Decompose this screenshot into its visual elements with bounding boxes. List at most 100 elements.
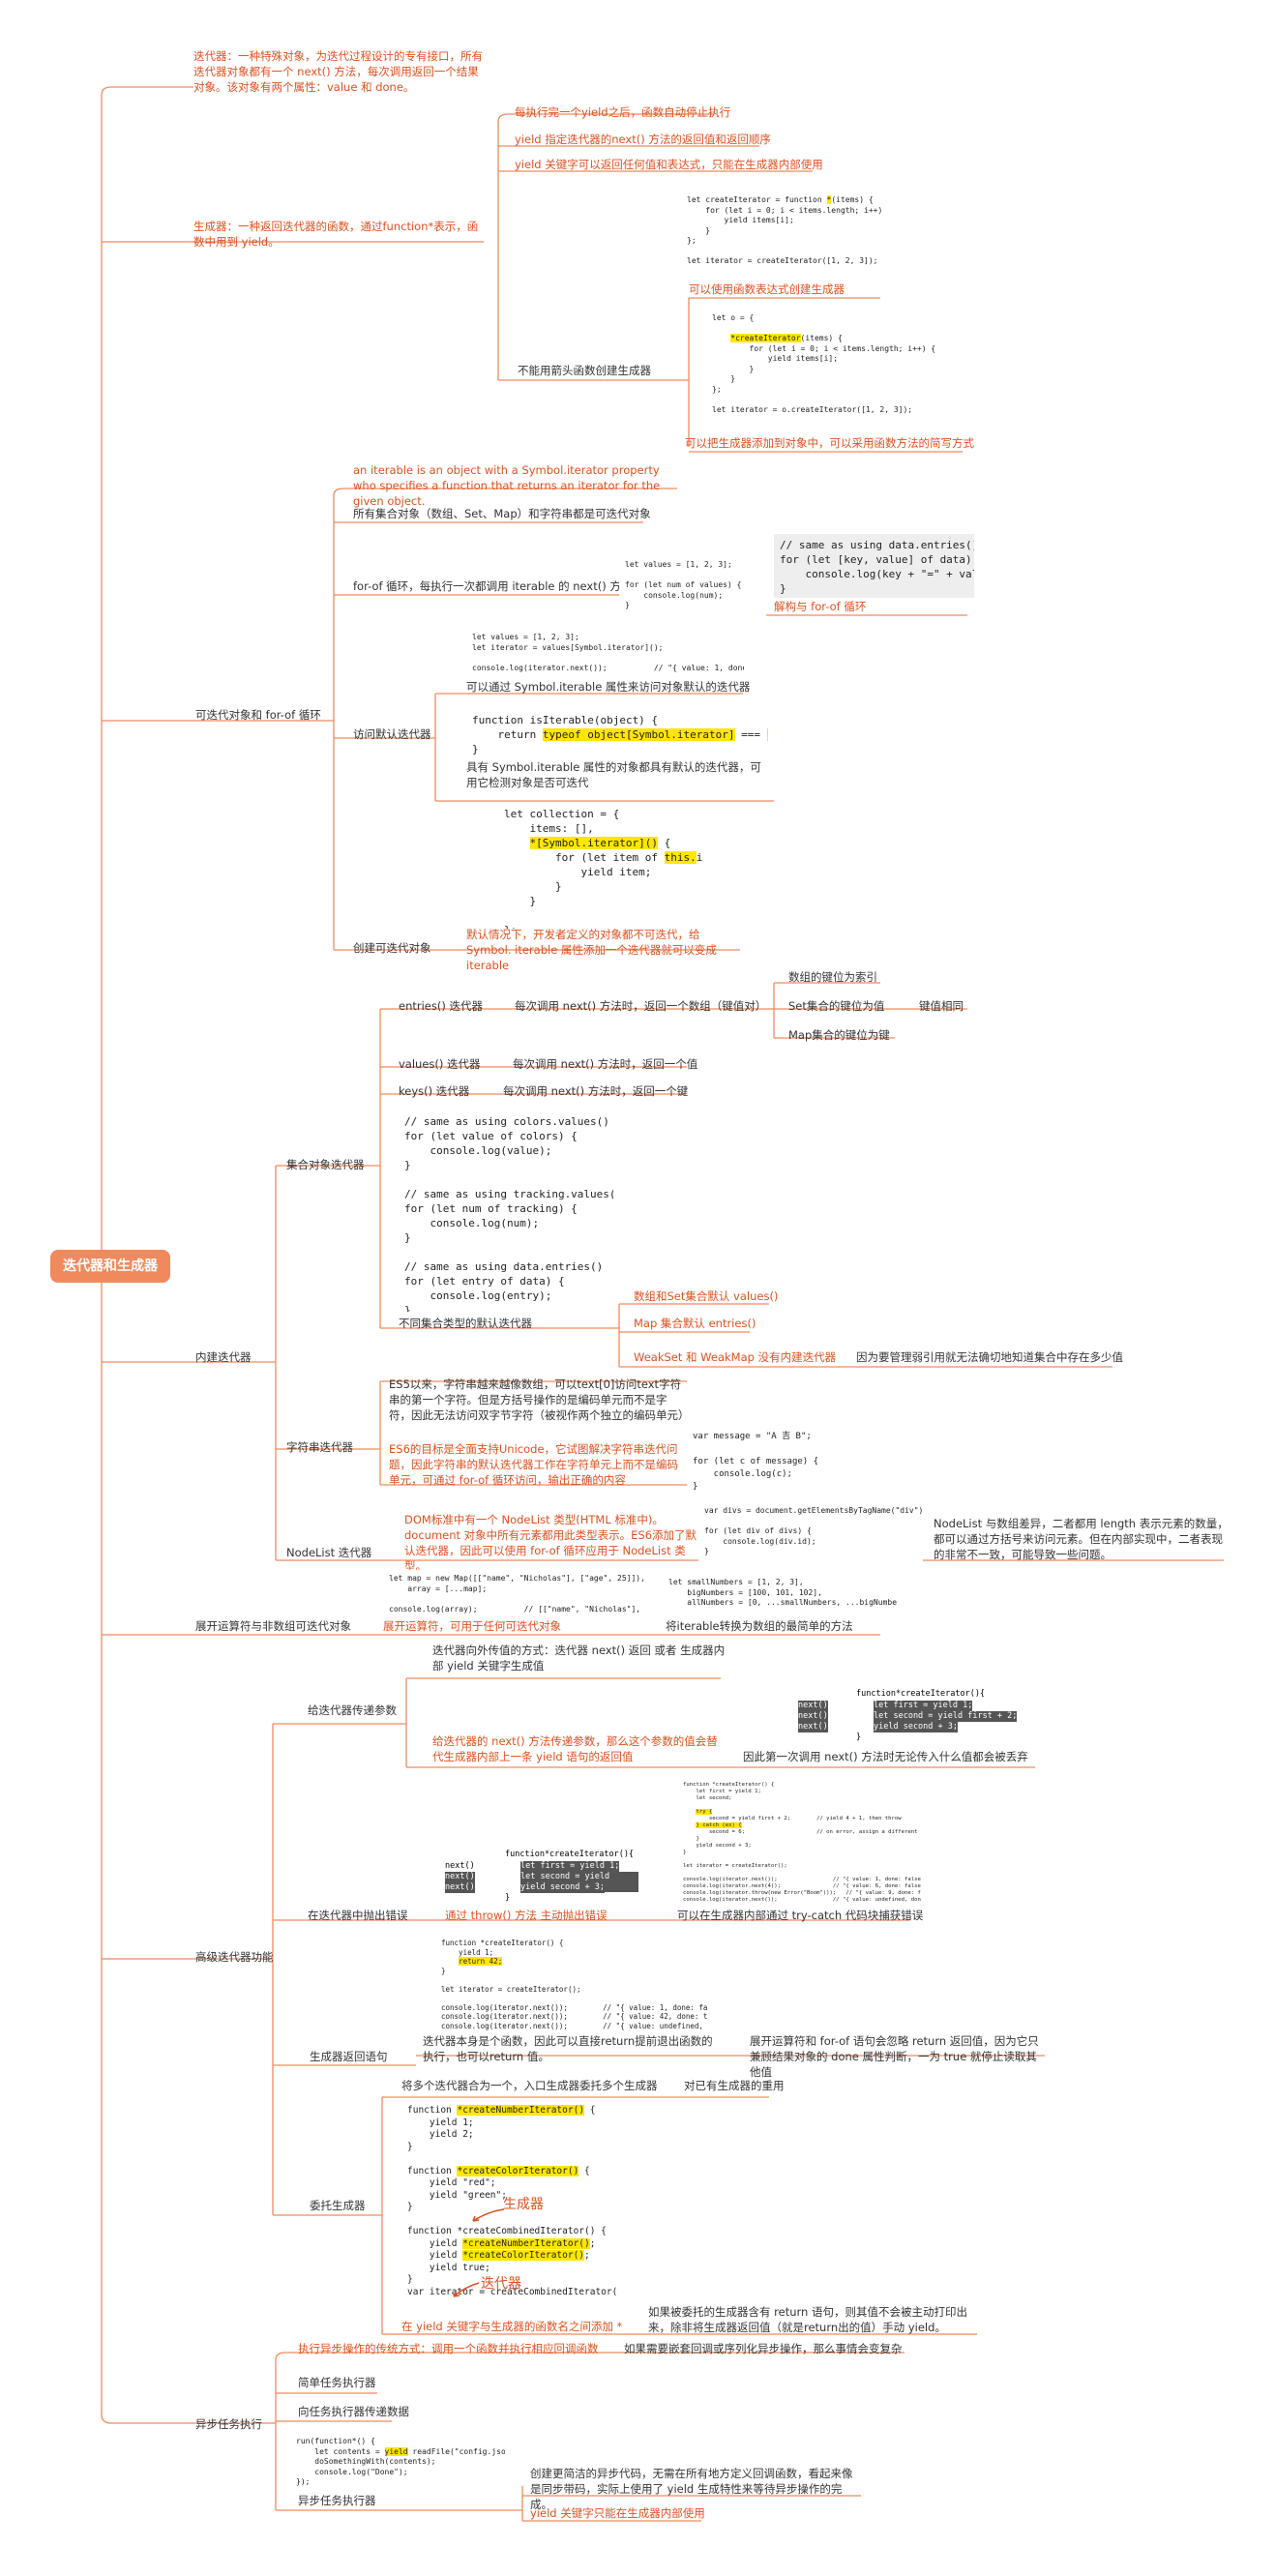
code-spread-array: let smallNumbers = [1, 2, 3], bigNumbers… [663, 1574, 897, 1620]
root-node: 迭代器和生成器 [50, 1250, 170, 1283]
destructure-for-of: 解构与 for-of 循环 [774, 600, 867, 613]
default-weak: WeakSet 和 WeakMap 没有内建迭代器 [634, 1350, 837, 1364]
default-iterator-kinds: 不同集合类型的默认迭代器 [399, 1317, 532, 1330]
note-make-iterable: 默认情况下，开发者定义的对象都不可迭代，给 Symbol. iterable 属… [466, 928, 721, 972]
async-title: 异步任务执行 [195, 2417, 262, 2431]
code-function-expression: let createIterator = function *(items) {… [681, 192, 886, 279]
spread-note-1: 展开运算符，可用于任何可迭代对象 [383, 1619, 561, 1633]
code-throw-head: function*createIterator(){ [505, 1850, 635, 1859]
iterable-definition: an iterable is an object with a Symbol.i… [353, 463, 664, 508]
default-map: Map 集合默认 entries() [634, 1317, 756, 1330]
note-symbol-iterator: 可以通过 Symbol.iterable 属性来访问对象默认的迭代器 [466, 680, 751, 694]
async-traditional-note: 如果需要嵌套回调或序列化异步操作，那么事情会变复杂 [624, 2342, 903, 2355]
label-iterator: 迭代器 [481, 2276, 521, 2292]
default-array-set: 数组和Set集合默认 values() [634, 1289, 779, 1303]
async-runner-note: yield 关键字只能在生成器内部使用 [530, 2506, 705, 2520]
generator-return: 生成器返回语句 [310, 2050, 388, 2063]
pass-params: 给迭代器传递参数 [308, 1703, 397, 1717]
entries-set: Set集合的键位为值 [788, 999, 885, 1013]
simple-task-runner: 简单任务执行器 [298, 2376, 376, 2389]
code-throw-tail: } [505, 1893, 511, 1903]
iterable-title: 可迭代对象和 for-of 循环 [195, 708, 321, 722]
return-desc-2: 展开运算符和 for-of 语句会忽略 return 返回值，因为它只兼顾结果对… [750, 2034, 1039, 2079]
code-pass-line-2: let second = yield first + 2; [874, 1711, 1018, 1722]
async-runner-desc: 创建更简洁的异步代码，无需在所有地方定义回调函数，看起来像是同步带码，实际上使用… [530, 2467, 853, 2511]
throw-desc-1: 通过 throw() 方法 主动抛出错误 [445, 1909, 608, 1922]
code-throw-line-3: yield second + 3; [520, 1882, 605, 1893]
delegate-desc-2: 在 yield 关键字与生成器的函数名之间添加 * [401, 2320, 623, 2333]
entries-array: 数组的键位为索引 [788, 970, 877, 984]
code-async-run: run(function*() { let contents = yield r… [290, 2433, 505, 2489]
code-object-method: let o = { *createIterator(items) { for (… [706, 310, 940, 433]
code-default-iterator: let values = [1, 2, 3]; let iterator = v… [466, 629, 744, 687]
string-iterator: 字符串迭代器 [286, 1440, 353, 1454]
code-pass-line-3: yield second + 3; [874, 1722, 958, 1732]
keys-desc: 每次调用 next() 方法时，返回一个键 [503, 1084, 689, 1098]
delegate-desc-1b: 对已有生成器的重用 [684, 2079, 785, 2092]
code-create-iterable: let collection = { items: [], *[Symbol.i… [498, 803, 703, 929]
code-pass-tail: } [856, 1732, 862, 1742]
string-desc-1: ES5以来，字符串越来越像数组，可以text[0]访问text字符串的第一个字符… [389, 1377, 690, 1422]
create-iterable: 创建可迭代对象 [353, 941, 431, 955]
note-check-iterable: 具有 Symbol.iterable 属性的对象都具有默认的迭代器，可用它检测对… [466, 760, 761, 789]
generator-definition: 生成器：一种返回迭代器的函数，通过function*表示，函数中用到 yield… [193, 220, 479, 249]
code-nodelist: var divs = document.getElementsByTagName… [698, 1502, 923, 1563]
for-of-loop: for-of 循环，每执行一次都调用 iterable 的 next() 方法 [353, 579, 633, 593]
throw-desc-2: 可以在生成器内部通过 try-catch 代码块捕获错误 [677, 1909, 924, 1922]
generator-point-4: 不能用箭头函数创建生成器 [518, 364, 651, 377]
throw-errors: 在迭代器中抛出错误 [308, 1909, 408, 1922]
nodelist-desc: DOM标准中有一个 NodeList 类型(HTML 标准中)。document… [404, 1513, 697, 1573]
iterator-definition: 迭代器：一种特殊对象，为迭代过程设计的专有接口，所有迭代器对象都有一个 next… [193, 49, 483, 94]
code-pass-next-2: next() [798, 1711, 828, 1722]
spread-note-2: 将iterable转换为数组的最简单的方法 [666, 1619, 853, 1633]
keys-iterator: keys() 迭代器 [399, 1084, 470, 1098]
code-spread-map: let map = new Map([["name", "Nicholas"],… [383, 1570, 646, 1621]
delegate-desc-1: 将多个迭代器合为一个，入口生成器委托多个生成器 [401, 2079, 658, 2092]
string-desc-2: ES6的目标是全面支持Unicode，它试图解决字符串迭代问题，因此字符串的默认… [389, 1442, 678, 1487]
generator-point-2: yield 指定迭代器的next() 方法的返回值和返回顺序 [515, 133, 771, 146]
code-pass-line-1: let first = yield 1; [874, 1701, 973, 1711]
code-try-catch: function *createIterator() { let first =… [677, 1778, 921, 1911]
code-pass-next-3: next() [798, 1722, 828, 1732]
iterable-collections: 所有集合对象（数组、Set、Map）和字符串都是可迭代对象 [353, 507, 651, 520]
code-pass-next-1: next() [798, 1701, 828, 1711]
access-default-iterator: 访问默认迭代器 [353, 727, 431, 741]
nodelist-iterator: NodeList 迭代器 [286, 1546, 372, 1559]
pass-desc-1: 迭代器向外传值的方式：迭代器 next() 返回 或者 生成器内部 yield … [432, 1643, 726, 1673]
code-destructure: // same as using data.entries() for (let… [774, 534, 974, 598]
code-throw-next-2: next() [445, 1872, 475, 1882]
arrow-icon [453, 2282, 480, 2297]
generator-point-3: yield 关键字可以返回任何值和表达式，只能在生成器内部使用 [515, 158, 823, 171]
code-collection-iterators: // same as using colors.values() for (le… [399, 1110, 613, 1312]
note-object-method: 可以把生成器添加到对象中，可以采用函数方法的简写方式 [685, 436, 974, 450]
weak-note: 因为要管理弱引用就无法确切地知道集合中存在多少值 [856, 1350, 1123, 1364]
builtin-iterators: 内建迭代器 [195, 1350, 252, 1364]
collection-iterators: 集合对象迭代器 [286, 1158, 365, 1171]
return-desc-1: 迭代器本身是个函数，因此可以直接return提前退出函数的执行，也可以retur… [423, 2034, 713, 2063]
generator-point-1: 每执行完一个yield之后，函数自动停止执行 [515, 105, 731, 119]
code-throw-next-1: next() [445, 1861, 475, 1871]
arrow-icon [472, 2208, 505, 2222]
pass-desc-2: 给迭代器的 next() 方法传递参数，那么这个参数的值会替代生成器内部上一条 … [432, 1734, 718, 1763]
code-throw-line-1: let first = yield 1; [520, 1861, 620, 1872]
values-desc: 每次调用 next() 方法时，返回一个值 [513, 1057, 698, 1071]
task-runner-data: 向任务执行器传递数据 [298, 2405, 409, 2418]
code-pass-head: function*createIterator(){ [856, 1689, 986, 1699]
values-iterator: values() 迭代器 [399, 1057, 481, 1071]
async-task-runner: 异步任务执行器 [298, 2494, 376, 2507]
entries-set-note: 键值相同 [919, 999, 964, 1013]
note-function-expression: 可以使用函数表达式创建生成器 [689, 282, 845, 296]
code-for-of: let values = [1, 2, 3]; for (let num of … [619, 556, 766, 620]
label-generator: 生成器 [503, 2197, 544, 2212]
entries-desc: 每次调用 next() 方法时，返回一个数组（键值对） [515, 999, 767, 1013]
delegate-desc-3: 如果被委托的生成器含有 return 语句，则其值不会被主动打印出来，除非将生成… [648, 2305, 967, 2334]
code-return: function *createIterator() { yield 1; re… [435, 1935, 708, 2034]
code-is-iterable: function isIterable(object) { return typ… [466, 709, 768, 760]
entries-iterator: entries() 迭代器 [399, 999, 483, 1013]
advanced-title: 高级迭代器功能 [195, 1950, 274, 1964]
nodelist-diff: NodeList 与数组差异，二者都用 length 表示元素的数量，都可以通过… [934, 1517, 1229, 1561]
delegating-generator: 委托生成器 [310, 2199, 366, 2212]
code-throw: function*createIterator(){ next() next()… [445, 1850, 638, 1903]
code-delegate: function *createNumberIterator() { yield… [401, 2101, 616, 2324]
